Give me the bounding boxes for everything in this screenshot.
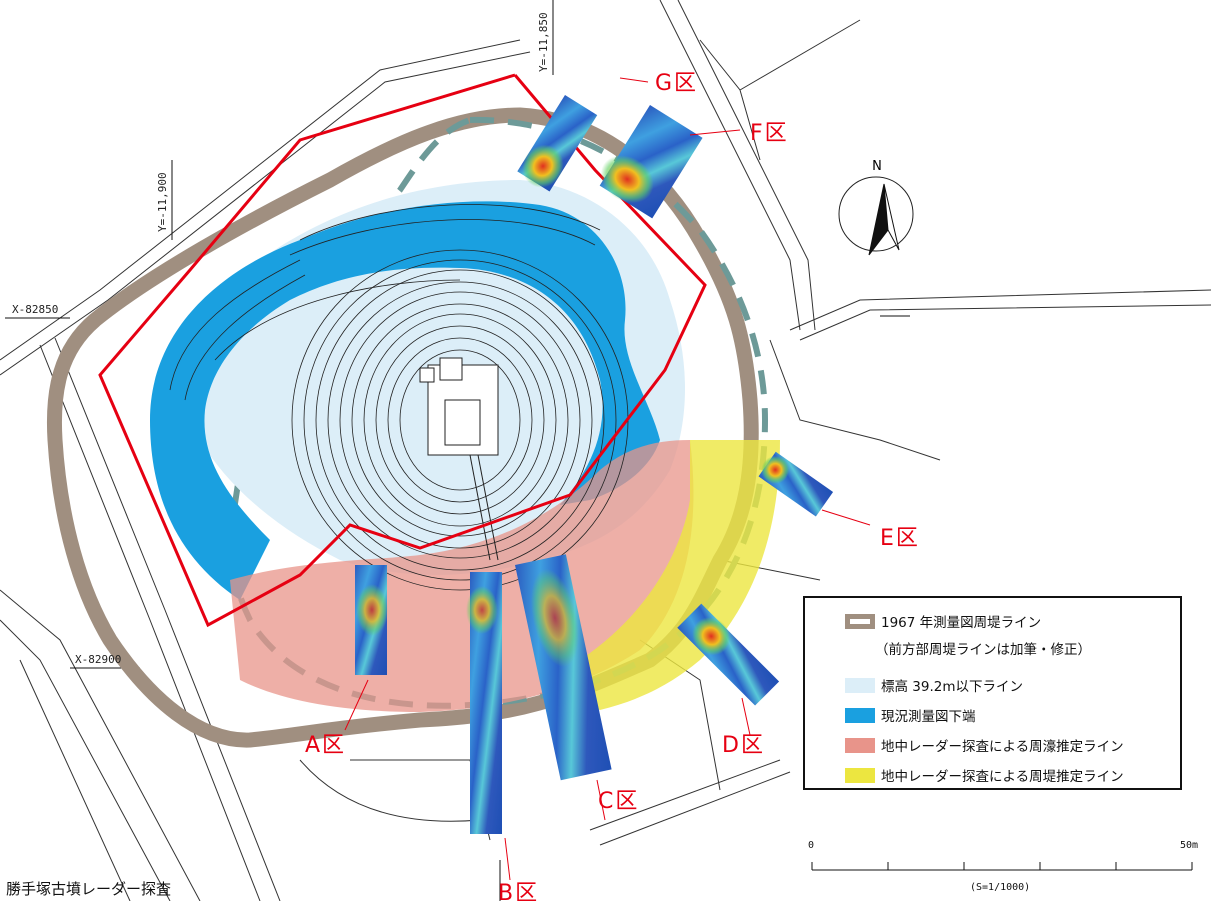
- legend-label-bank-1967: 1967 年測量図周堤ライン: [881, 615, 1042, 631]
- zone-label-d: D区: [722, 733, 765, 758]
- zone-label-g: G区: [655, 71, 698, 96]
- scale-bar: 0 50m (S=1/1000): [808, 840, 1198, 893]
- legend-sub-note: （前方部周堤ラインは加筆・修正）: [875, 642, 1091, 658]
- coord-y-11900: Y=-11,900: [156, 172, 169, 232]
- legend-swatch-survey-edge: [845, 707, 875, 723]
- mound-contours: [169, 204, 629, 591]
- legend-item-survey-edge: 現況測量図下端: [805, 704, 976, 726]
- zone-label-e: E区: [880, 526, 920, 551]
- bank-line-1967: [46, 107, 759, 748]
- coordinate-grid: [5, 0, 910, 901]
- coord-x-82850: X-82850: [12, 303, 58, 316]
- legend-item-bank-1967: 1967 年測量図周堤ライン: [805, 610, 1041, 632]
- scale-ratio: (S=1/1000): [970, 882, 1030, 893]
- legend: 1967 年測量図周堤ライン （前方部周堤ラインは加筆・修正） 標高 39.2m…: [803, 596, 1182, 790]
- scale-start: 0: [808, 840, 814, 851]
- coord-x-82900: X-82900: [75, 653, 121, 666]
- coord-y-11850: Y=-11,850: [537, 12, 550, 72]
- zone-label-a: A区: [305, 733, 346, 758]
- north-arrow: N: [838, 159, 914, 256]
- legend-swatch-elevation: [845, 677, 875, 693]
- legend-swatch-gpr-bank: [845, 767, 875, 783]
- legend-label-elevation: 標高 39.2m以下ライン: [881, 679, 1024, 695]
- legend-label-gpr-moat: 地中レーダー探査による周濠推定ライン: [881, 739, 1124, 755]
- gpr-bank-estimate: [566, 440, 780, 710]
- scale-end: 50m: [1180, 840, 1198, 851]
- label-leaders: [344, 77, 871, 881]
- zone-label-b: B区: [498, 881, 539, 901]
- north-label: N: [872, 159, 882, 174]
- gpr-strips: [355, 95, 834, 834]
- legend-label-survey-edge: 現況測量図下端: [881, 709, 976, 725]
- zone-label-c: C区: [598, 789, 639, 814]
- legend-item-gpr-moat: 地中レーダー探査による周濠推定ライン: [805, 734, 1124, 756]
- legend-swatch-bank-1967: [845, 613, 875, 629]
- zone-label-f: F区: [750, 121, 789, 146]
- survey-boundary: [98, 73, 707, 628]
- summit-structure: [419, 357, 499, 561]
- map-caption: 勝手塚古墳レーダー探査: [6, 880, 172, 898]
- legend-swatch-gpr-moat: [845, 737, 875, 753]
- legend-item-elevation: 標高 39.2m以下ライン: [805, 674, 1023, 696]
- legend-label-gpr-bank: 地中レーダー探査による周堤推定ライン: [881, 769, 1124, 785]
- legend-item-gpr-bank: 地中レーダー探査による周堤推定ライン: [805, 764, 1124, 786]
- current-survey-lower-edge: [150, 201, 660, 600]
